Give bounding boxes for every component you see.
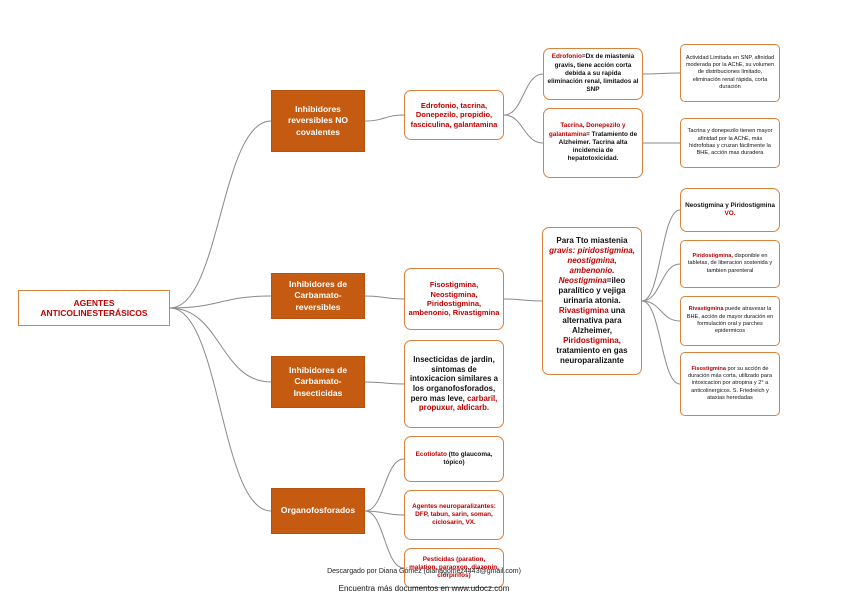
connector-3: [169, 307, 272, 512]
connector-0: [169, 120, 272, 309]
connector-1: [169, 295, 272, 309]
root-label: AGENTES ANTICOLINESTERÁSICOS: [40, 298, 148, 318]
footer-download-note: Descargado por Diana Gómez (dianagomez44…: [327, 568, 521, 575]
leaf-rivastigmina: Rivastigmina puede atravesar la BHE, acc…: [680, 296, 780, 346]
leaf-agentes: Agentes neuroparalizantes: DFP, tabun, s…: [404, 490, 504, 540]
leaf-fisostigmina: Fisostigmina por su acción de duración m…: [680, 352, 780, 416]
connector-8: [364, 510, 405, 516]
connector-18: [641, 300, 681, 385]
connector-2: [169, 307, 272, 383]
footer-more-docs: Encuentra más documentos en www.udocz.co…: [338, 584, 510, 593]
connector-12: [642, 72, 681, 75]
connector-6: [364, 381, 405, 385]
category-organophosphates: Organofosforados: [271, 488, 365, 534]
connector-11: [503, 114, 544, 144]
leaf-non-covalent-drugs: Edrofonio, tacrina, Donepezilo, propidio…: [404, 90, 504, 140]
connector-16: [641, 263, 681, 302]
category-carbamate-reversible: Inhibidores de Carbamato-reversibles: [271, 273, 365, 319]
connector-14: [503, 298, 543, 302]
connector-7: [364, 458, 405, 512]
category-carbamate-insecticides: Inhibidores de Carbamato-Insecticidas: [271, 356, 365, 408]
leaf-edrofonio: Edrofonio=Dx de miastenia gravis, tiene …: [543, 48, 643, 100]
leaf-edrofonio-note: Actividad Limitada en SNP, afinidad mode…: [680, 44, 780, 102]
leaf-piridostigmina: Piridostigmina, disponible en tabletas, …: [680, 240, 780, 288]
root-node: AGENTES ANTICOLINESTERÁSICOS: [18, 290, 170, 326]
leaf-carbamate-uses: Para Tto miastenia gravis: piridostigmin…: [542, 227, 642, 375]
leaf-insecticides: Insecticidas de jardin, síntomas de into…: [404, 340, 504, 428]
connector-4: [364, 114, 405, 122]
category-non-covalent: Inhibidores reversibles NO covalentes: [271, 90, 365, 152]
leaf-tacrina-note: Tacrina y donepezilo tienen mayor afinid…: [680, 118, 780, 168]
connector-17: [641, 300, 681, 322]
connector-9: [364, 510, 405, 569]
leaf-tacrina: Tacrina, Donepezilo y galantamina= Trata…: [543, 108, 643, 178]
connector-5: [364, 295, 405, 300]
connector-10: [503, 73, 544, 116]
leaf-pesticidas: Pesticidas (paration, malation, paraoxon…: [404, 548, 504, 588]
leaf-neo-pirido: Neostigmina y Piridostigmina VO.: [680, 188, 780, 232]
leaf-carbamate-drugs: Fisostigmina, Neostigmina, Piridostigmin…: [404, 268, 504, 330]
leaf-ecotiofato: Ecotiofato (tto glaucoma, tópico): [404, 436, 504, 482]
connector-15: [641, 209, 681, 302]
